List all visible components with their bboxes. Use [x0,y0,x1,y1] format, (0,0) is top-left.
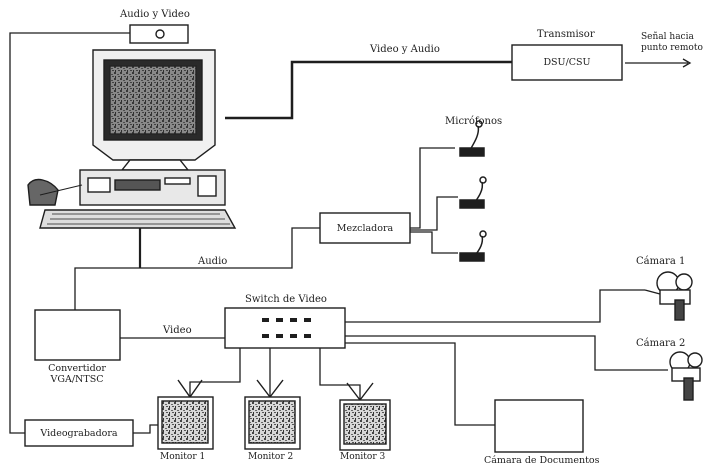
monitor-2-icon [244,379,301,450]
label-converter-line2: VGA/NTSC [50,374,104,385]
transmitter-box [511,44,623,81]
line-switch-camera1 [345,289,645,323]
label-microphones: Micrófonos [445,116,503,127]
label-audio-video-device: Audio y Video [120,9,190,20]
label-video-switch: Switch de Video [245,294,327,305]
label-monitor-3: Monitor 3 [340,452,386,462]
label-camera-1: Cámara 1 [636,256,686,267]
label-video-audio-link: Video y Audio [370,44,440,55]
line-vcr-monitor1 [133,424,160,434]
microphone-3-icon [459,230,487,262]
label-monitor-1: Monitor 1 [160,452,206,462]
line-switch-camera2 [345,335,668,371]
line-mixer-mic1 [410,147,455,229]
label-camera-2: Cámara 2 [636,338,686,349]
video-switch [224,307,346,349]
line-mixer-mic2 [410,196,458,231]
converter-box [34,309,121,361]
microphone-2-icon [459,176,487,209]
mixer-box [319,212,411,244]
line-switch-doccam [345,342,495,426]
vcr-box [24,419,134,447]
line-switch-monitor3 [319,348,361,400]
label-document-camera: Cámara de Documentos [484,455,600,466]
label-converter-line1: Convertidor [48,363,106,374]
label-video-link: Video [163,325,192,336]
computer [27,24,237,229]
label-transmitter-title: Transmisor [537,29,595,40]
label-signal-line1: Señal hacia [641,32,694,42]
line-pc-to-vcr [9,32,130,434]
line-switch-monitor1 [189,348,241,397]
label-transmitter-box: DSU/CSU [543,57,591,68]
microphone-1-icon [459,120,485,157]
label-vcr: Videograbadora [40,428,118,439]
monitor-1-icon [157,379,214,450]
line-mixer-mic3 [410,231,458,254]
label-audio-link: Audio [198,256,228,267]
monitor-3-icon [339,382,391,451]
document-camera-box [494,399,584,453]
label-mixer: Mezcladora [336,223,394,234]
camera-2-icon [669,351,703,401]
arrow-remote [682,58,692,68]
camera-1-icon [644,271,693,321]
line-audio [74,227,320,310]
line-pc-to-transmitter [225,60,512,120]
label-monitor-2: Monitor 2 [248,452,294,462]
label-signal-line2: punto remoto [641,43,703,53]
